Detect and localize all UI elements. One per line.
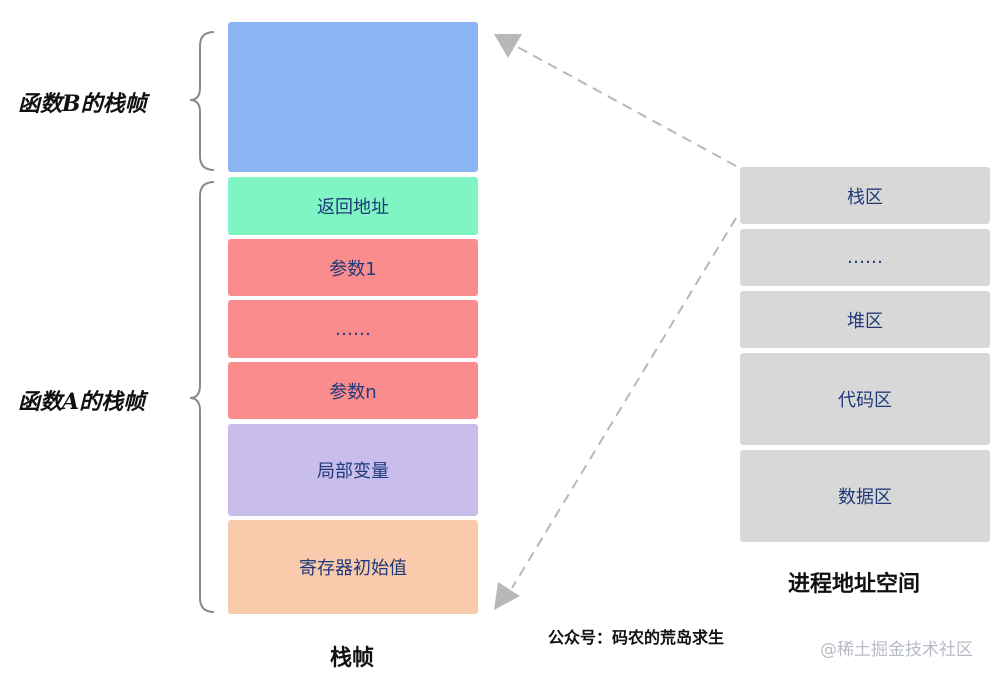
address-space-caption: 进程地址空间 (788, 571, 921, 597)
stack-block-param-ellipsis: …… (228, 300, 478, 358)
addr-block-stack: 栈区 (740, 167, 990, 224)
arrow-line-bottom (511, 217, 737, 589)
watermark-text: @稀土掘金技术社区 (820, 640, 973, 660)
brace-frame-b (189, 31, 215, 171)
stack-frame-caption: 栈帧 (330, 645, 375, 671)
stack-block-register-initial: 寄存器初始值 (228, 520, 478, 614)
stack-block-frame-b (228, 22, 478, 172)
arrow-head-bottom (494, 582, 520, 610)
stack-block-local-variables: 局部变量 (228, 424, 478, 516)
arrow-line-top (511, 43, 737, 167)
addr-block-ellipsis: …… (740, 229, 990, 286)
arrow-head-top (494, 34, 522, 58)
addr-block-code: 代码区 (740, 353, 990, 445)
frame-a-label: 函数A的栈帧 (18, 389, 146, 415)
stack-block-param-n: 参数n (228, 362, 478, 419)
stack-block-return-address: 返回地址 (228, 177, 478, 235)
brace-frame-a (189, 181, 215, 613)
frame-b-label: 函数B的栈帧 (18, 91, 147, 117)
stack-block-param-1: 参数1 (228, 239, 478, 296)
addr-block-heap: 堆区 (740, 291, 990, 348)
wechat-account-label: 公众号：码农的荒岛求生 (548, 628, 725, 647)
addr-block-data: 数据区 (740, 450, 990, 542)
